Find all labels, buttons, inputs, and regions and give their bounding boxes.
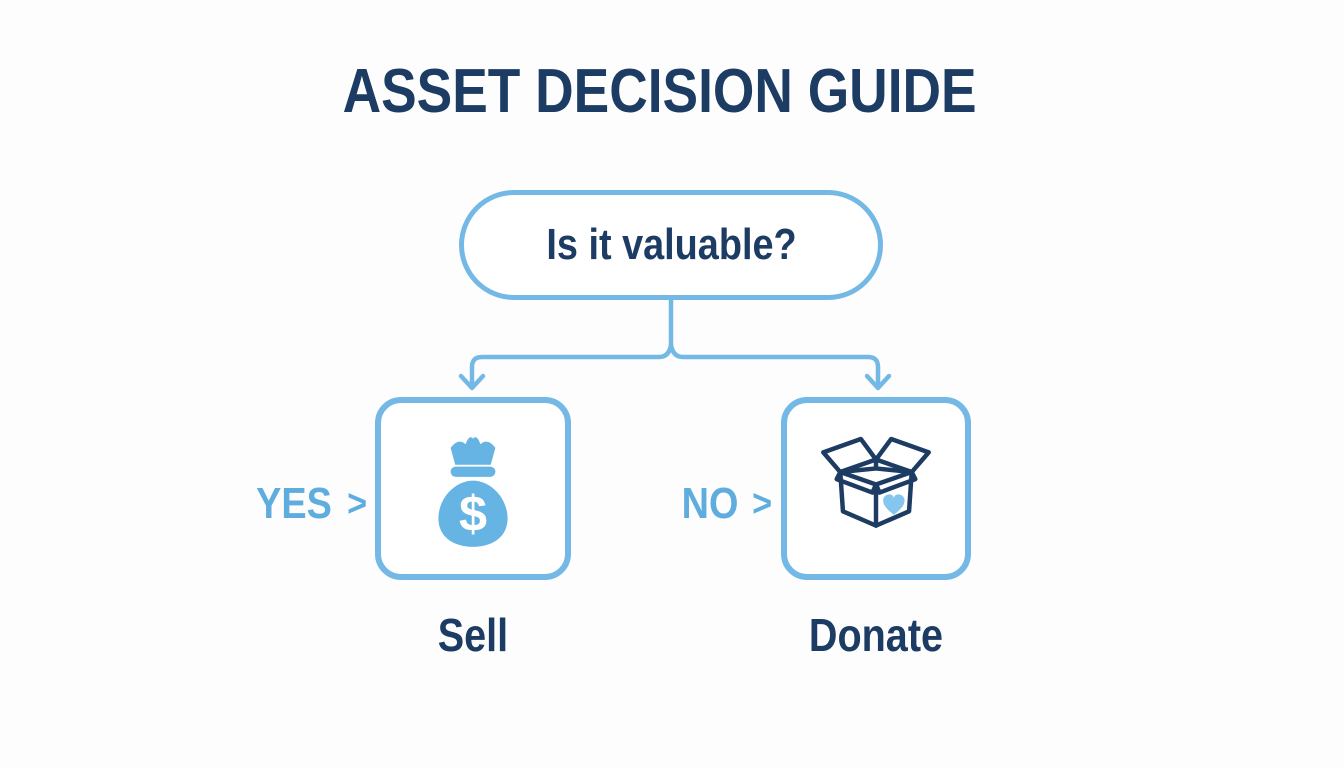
action-label-sell: Sell: [437, 609, 509, 661]
donation-box-heart-icon: [821, 436, 931, 528]
decision-question-node: Is it valuable?: [459, 190, 883, 300]
chevron-right-icon: >: [346, 482, 367, 525]
decision-question-label: Is it valuable?: [545, 220, 797, 269]
heart-icon: [883, 493, 905, 515]
option-node-donate: [781, 397, 971, 580]
arrow-down-icon: [864, 373, 892, 391]
branch-no-text: NO: [681, 479, 739, 528]
branch-yes-text: YES: [255, 479, 332, 528]
dollar-sign-glyph: $: [459, 485, 487, 542]
chevron-right-icon: >: [751, 482, 772, 525]
arrow-down-icon: [458, 373, 486, 391]
branch-label-yes: YES >: [220, 479, 368, 528]
action-label-donate: Donate: [808, 609, 944, 661]
page-title-text: ASSET DECISION GUIDE: [342, 57, 977, 126]
money-bag-icon: $: [438, 436, 508, 547]
option-node-sell: $: [375, 397, 571, 580]
branch-label-no: NO >: [630, 479, 773, 528]
connector-branch-line: [469, 342, 881, 390]
page-title: ASSET DECISION GUIDE: [0, 56, 1344, 127]
